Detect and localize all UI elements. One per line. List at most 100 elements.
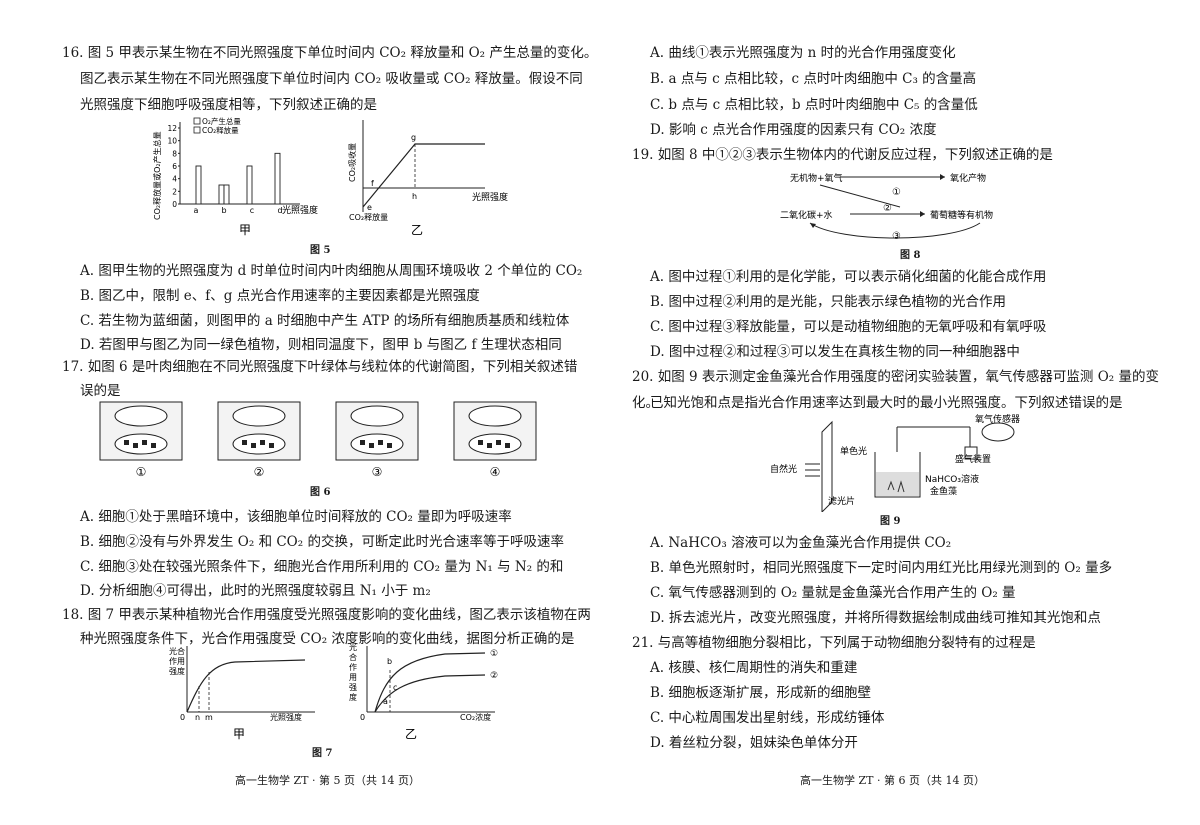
svg-text:c: c xyxy=(393,683,397,692)
fig8-top-left: 无机物+氧气 xyxy=(790,172,843,184)
mitochondrion-icon xyxy=(350,405,404,427)
q21-option-a: A. 核膜、核仁周期性的消失和重建 xyxy=(650,660,858,676)
q20-line2: 已知光饱和点是指光合作用速率达到最大时的最小光照强度。下列叙述错误的是 xyxy=(650,395,1123,411)
bar-co2-b xyxy=(223,184,230,205)
q16-option-a: A. 图甲生物的光照强度为 d 时单位时间内叶肉细胞从周围环境吸收 2 个单位的… xyxy=(80,263,583,279)
q20-option-a: A. NaHCO₃ 溶液可以为金鱼藻光合作用提供 CO₂ xyxy=(650,535,952,551)
fig7-yi-label: 乙 xyxy=(405,727,417,741)
fig7-jia-curve xyxy=(186,659,306,713)
q21-option-c: C. 中心粒周围发出星射线，形成纺锤体 xyxy=(650,710,885,726)
xcat-label: b xyxy=(221,206,226,215)
svg-text:m: m xyxy=(205,713,213,722)
q20-option-b: B. 单色光照射时，相同光照强度下一定时间内用红光比用绿光测到的 O₂ 量多 xyxy=(650,560,1113,576)
fig9-plant: 金鱼藻 xyxy=(930,485,957,497)
fig5-yi-xlabel: 光照强度 xyxy=(472,191,508,203)
svg-text:0: 0 xyxy=(360,713,365,722)
fig5-chart-yi: e f g h CO₂吸收量 光照强度 CO₂释放量 乙 xyxy=(347,120,508,237)
q16-line3: 光照强度下细胞呼吸强度相等，下列叙述正确的是 xyxy=(80,97,377,113)
granum-stack xyxy=(387,443,392,448)
fig5-jia-ylabel: CO₂释放量或O₂产生总量 xyxy=(152,131,162,220)
q17-option-c: C. 细胞③处在较强光照条件下，细胞光合作用所利用的 CO₂ 量为 N₁ 与 N… xyxy=(80,559,564,575)
svg-text:b: b xyxy=(387,657,392,666)
fig8-diagram: 无机物+氧气 氧化产物 二氧化碳+水 葡萄糖等有机物 ① ② ③ xyxy=(780,172,993,242)
granum-stack xyxy=(260,440,265,445)
granum-stack xyxy=(505,443,510,448)
granum-stack xyxy=(378,440,383,445)
granum-stack xyxy=(242,440,247,445)
cell-label-1: ① xyxy=(136,465,147,479)
fig8-process3: ③ xyxy=(892,231,901,242)
fig9-solution: NaHCO₃溶液 xyxy=(925,473,979,485)
chloroplast-icon xyxy=(232,433,286,455)
q18-option-c: C. b 点与 c 点相比较，b 点时叶肉细胞中 C₅ 的含量低 xyxy=(650,97,978,113)
fig7-yi-curve2-label: ② xyxy=(490,671,498,681)
granum-stack xyxy=(487,443,492,448)
q16-line2: 图乙表示某生物在不同光照强度下单位时间内 CO₂ 吸收量或 CO₂ 释放量。假设… xyxy=(80,71,583,87)
granum-stack xyxy=(133,443,138,448)
bar-o2-b xyxy=(218,184,225,205)
fig7-yi-curve1-label: ① xyxy=(490,649,498,659)
granum-stack xyxy=(269,443,274,448)
point-g: g xyxy=(411,133,416,142)
fig5-yi-label: 乙 xyxy=(411,223,423,237)
fig7-jia-ylabel: 光合作用强度 xyxy=(169,646,185,676)
q18-option-b: B. a 点与 c 点相比较，c 点时叶肉细胞中 C₃ 的含量高 xyxy=(650,71,977,87)
q21-line1: 21. 与高等植物细胞分裂相比，下列属于动物细胞分裂特有的过程是 xyxy=(632,635,1036,651)
granum-stack xyxy=(142,440,147,445)
fig5-caption: 图 5 xyxy=(310,245,331,256)
q18-line2: 种光照强度条件下，光合作用强度受 CO₂ 浓度影响的变化曲线，据图分析正确的是 xyxy=(80,631,575,647)
q16-line1: 16. 图 5 甲表示某生物在不同光照强度下单位时间内 CO₂ 释放量和 O₂ … xyxy=(62,45,598,61)
fig7-chart-yi: 光合作用强度 b c a ① ② 0 CO₂浓度 乙 xyxy=(349,642,498,741)
q19-option-b: B. 图中过程②利用的是光能，只能表示绿色植物的光合作用 xyxy=(650,294,1007,310)
fig9-mono: 单色光 xyxy=(840,445,867,457)
cell-label-2: ② xyxy=(254,465,265,479)
q19-option-c: C. 图中过程③释放能量，可以是动植物细胞的无氧呼吸和有氧呼吸 xyxy=(650,319,1047,335)
fig8-bottom-right: 葡萄糖等有机物 xyxy=(930,209,993,221)
right-footer: 高一生物学 ZT · 第 6 页（共 14 页） xyxy=(800,774,985,787)
q19-option-a: A. 图中过程①利用的是化学能，可以表示硝化细菌的化能合成作用 xyxy=(650,269,1047,285)
fig8-top-right: 氧化产物 xyxy=(950,172,986,184)
mitochondrion-icon xyxy=(468,405,522,427)
fig5-jia-label: 甲 xyxy=(239,223,251,237)
xcat-label: a xyxy=(194,206,199,215)
fig5-yi-bottom-label: CO₂释放量 xyxy=(349,212,388,222)
ytick-label: 0 xyxy=(172,200,177,209)
point-f: f xyxy=(371,179,374,188)
q19-line1: 19. 如图 8 中①②③表示生物体内的代谢反应过程，下列叙述正确的是 xyxy=(632,147,1053,163)
fig5-yi-curve xyxy=(362,143,485,208)
fig7-jia-xlabel: 光照强度 xyxy=(270,712,302,722)
sensor-icon xyxy=(981,422,1015,442)
filter-plate xyxy=(821,420,833,512)
fig7-chart-jia: 光合作用强度 0 n m 光照强度 甲 xyxy=(169,646,315,741)
q18-option-d: D. 影响 c 点光合作用强度的因素只有 CO₂ 浓度 xyxy=(650,122,937,138)
ytick-label: 4 xyxy=(172,175,177,184)
ytick-label: 12 xyxy=(167,124,177,133)
fig7-yi-curve1 xyxy=(374,652,486,713)
q18-option-a: A. 曲线①表示光照强度为 n 时的光合作用强度变化 xyxy=(650,45,956,61)
q17-option-b: B. 细胞②没有与外界发生 O₂ 和 CO₂ 的交换，可断定此时光合速率等于呼吸… xyxy=(80,534,564,550)
q19-option-d: D. 图中过程②和过程③可以发生在真核生物的同一种细胞器中 xyxy=(650,344,1020,360)
svg-text:a: a xyxy=(383,697,388,706)
chloroplast-icon xyxy=(468,433,522,455)
q21-option-b: B. 细胞板逐渐扩展，形成新的细胞壁 xyxy=(650,685,872,701)
ytick-label: 10 xyxy=(167,137,177,146)
beaker xyxy=(874,452,921,498)
point-h: h xyxy=(412,192,417,201)
legend-o2-swatch xyxy=(193,117,201,125)
q17-line1: 17. 如图 6 是叶肉细胞在不同光照强度下叶绿体与线粒体的代谢简图，下列相关叙… xyxy=(62,359,578,375)
fig7-jia-label: 甲 xyxy=(233,727,245,741)
left-footer: 高一生物学 ZT · 第 5 页（共 14 页） xyxy=(235,774,420,787)
fig7-yi-curve2 xyxy=(374,674,486,713)
q21-option-d: D. 着丝粒分裂，姐妹染色单体分开 xyxy=(650,735,858,751)
fig5-yi-ylabel: CO₂吸收量 xyxy=(347,143,357,182)
bar-o2-c xyxy=(246,165,253,205)
q17-option-d: D. 分析细胞④可得出，此时的光照强度较弱且 N₁ 小于 m₂ xyxy=(80,583,431,599)
bar-o2-d xyxy=(274,152,281,205)
fig9-apparatus: 自然光 单色光 滤光片 氧气传感器 盛气装置 NaHCO₃溶液 金鱼藻 xyxy=(770,413,1020,512)
ytick-label: 8 xyxy=(172,149,177,158)
q20-line1: 20. 如图 9 表示测定金鱼藻光合作用强度的密闭实验装置，氧气传感器可监测 O… xyxy=(632,369,1159,411)
svg-text:0: 0 xyxy=(180,713,185,722)
point-e: e xyxy=(367,203,372,212)
q17-line2: 误的是 xyxy=(80,383,121,399)
